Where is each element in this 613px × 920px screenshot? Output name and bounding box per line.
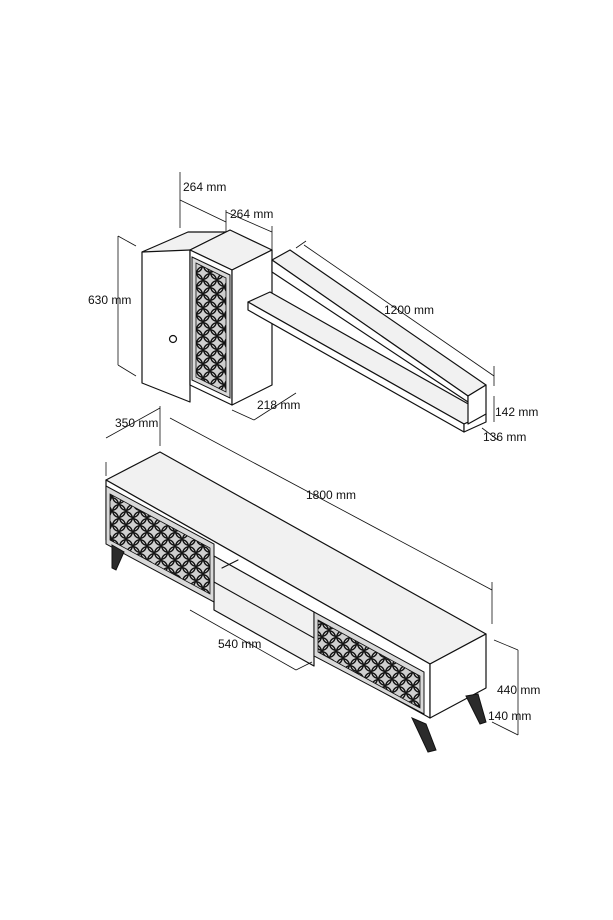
- left-door-lattice: [109, 493, 211, 595]
- wall-shelf: [247, 249, 487, 433]
- cabinet-knob-icon: [168, 334, 178, 344]
- shelf-dimensions: [295, 240, 499, 441]
- wall-cabinet: [141, 229, 273, 406]
- leg-back-right: [465, 693, 487, 725]
- cabinet-depth-label: 264 mm: [183, 180, 226, 194]
- cabinet-dimensions: [117, 172, 297, 421]
- tv-unit-length-label: 1800 mm: [306, 488, 356, 502]
- tv-unit-door-width-label: 540 mm: [218, 637, 261, 651]
- cabinet-side-depth-label: 218 mm: [257, 398, 300, 412]
- tv-unit-height-label: 440 mm: [497, 683, 540, 697]
- tv-unit-leg-height-label: 140 mm: [488, 709, 531, 723]
- cabinet-left-side: [141, 232, 191, 403]
- cabinet-right-side: [231, 249, 273, 406]
- cabinet-width-label: 264 mm: [230, 207, 273, 221]
- tv-unit-inner-shelf: [213, 581, 315, 639]
- cabinet-door-lattice: [195, 262, 227, 393]
- right-door-lattice: [317, 619, 421, 709]
- tv-unit-right-side: [429, 633, 487, 719]
- shelf-length-label: 1200 mm: [384, 303, 434, 317]
- tv-unit-depth-label: 350 mm: [115, 416, 158, 430]
- leg-front-left: [111, 544, 125, 571]
- tv-unit-dimensions: [105, 406, 519, 736]
- shelf-height-label: 142 mm: [495, 405, 538, 419]
- cabinet-height-label: 630 mm: [88, 293, 131, 307]
- leg-front-right: [410, 717, 437, 753]
- shelf-end-panel: [467, 384, 487, 425]
- shelf-depth-label: 136 mm: [483, 430, 526, 444]
- tv-unit: [105, 451, 487, 753]
